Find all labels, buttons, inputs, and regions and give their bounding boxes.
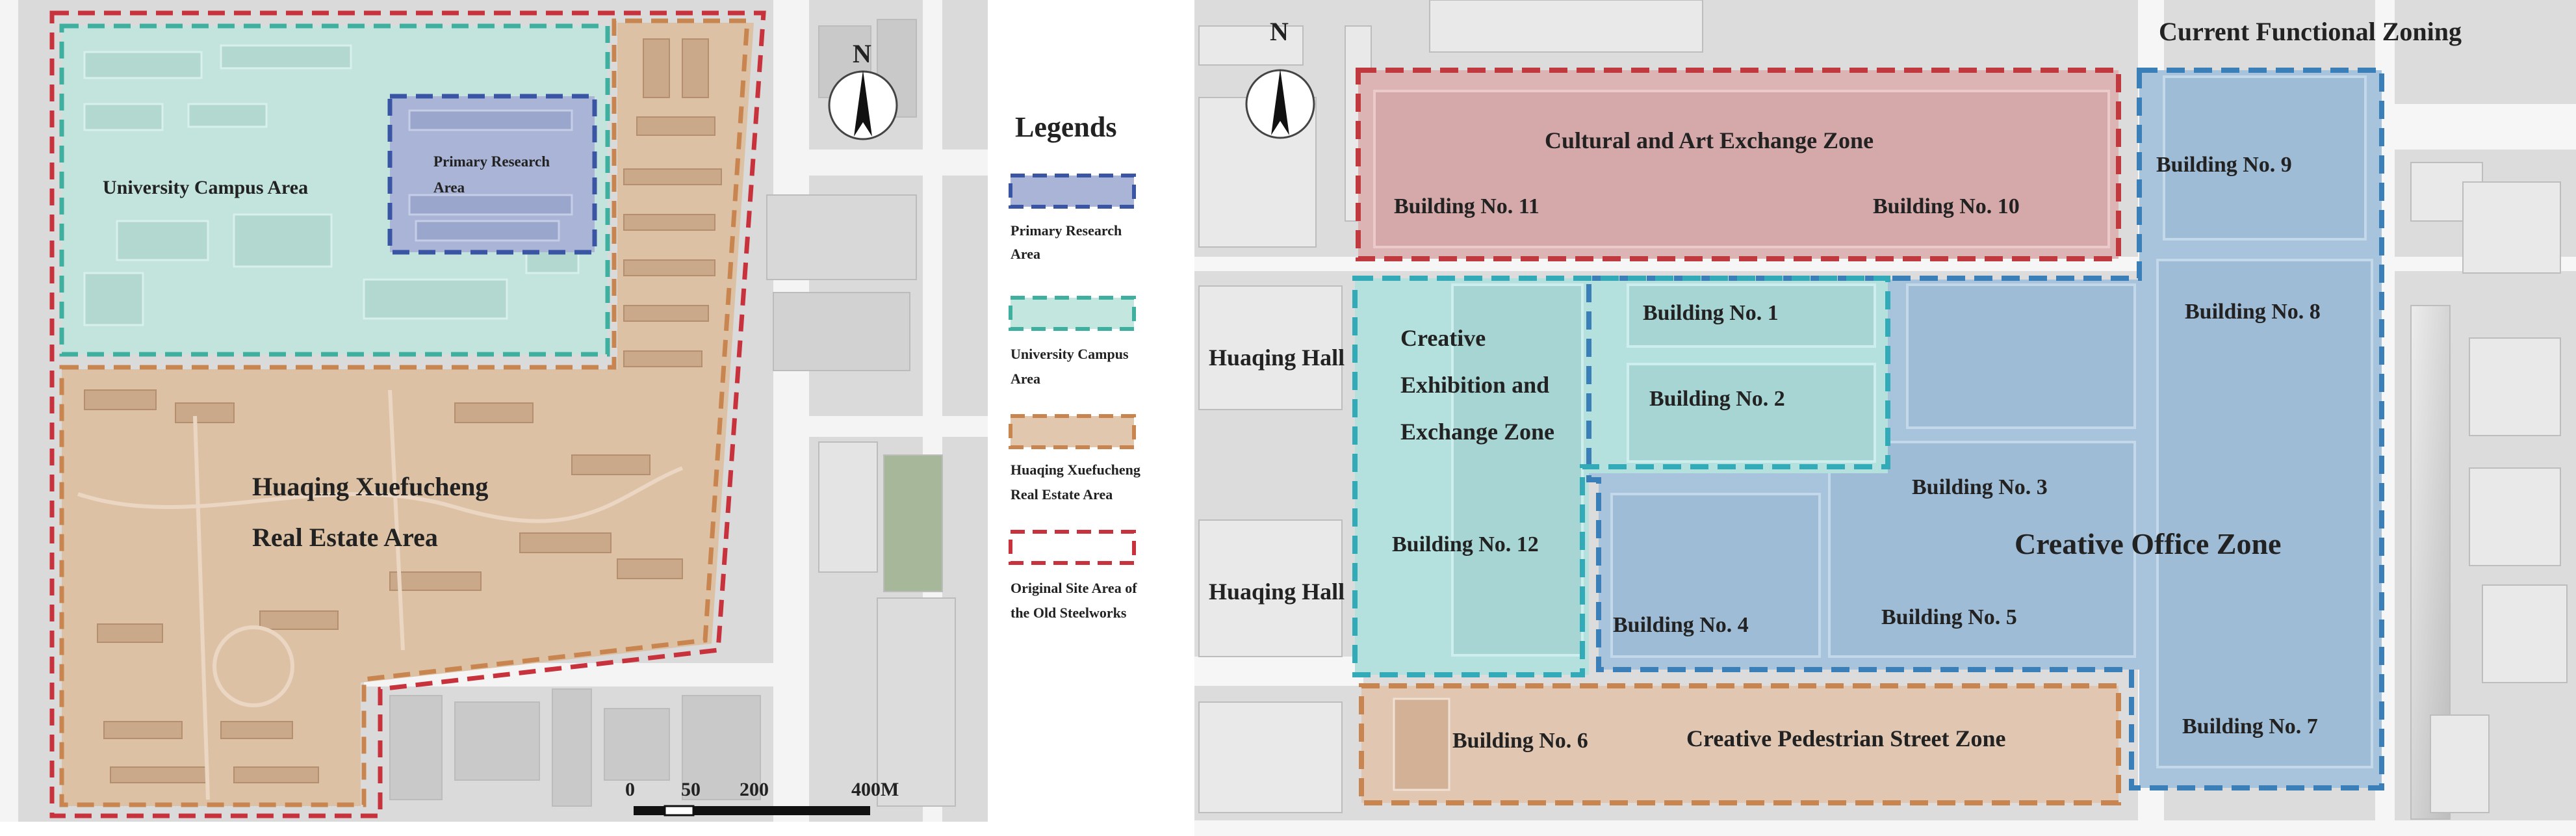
- scale-bar: 0 50 200 400M: [625, 779, 899, 816]
- north-arrow-left: N: [828, 39, 898, 140]
- pedestrian-zone-label: Creative Pedestrian Street Zone: [1686, 725, 2006, 751]
- legend-label: Area: [1011, 371, 1040, 387]
- huaqing-hall-label-upper: Huaqing Hall: [1209, 345, 1345, 371]
- legend-item: Huaqing Xuefucheng Real Estate Area: [1009, 414, 1140, 503]
- scale-label-400m: 400M: [851, 779, 899, 800]
- legend-swatch-research: [1009, 174, 1136, 209]
- building-12-label: Building No. 12: [1392, 532, 1539, 556]
- north-arrow-right: N: [1245, 17, 1315, 139]
- cultural-zone-outline: [1356, 68, 2121, 261]
- office-buildings: [1610, 75, 2373, 768]
- real-estate-outline: [59, 18, 750, 807]
- primary-research-label-line1: Primary Research: [433, 153, 550, 170]
- legend-label: Real Estate Area: [1011, 486, 1113, 503]
- scale-label-50: 50: [681, 779, 701, 800]
- university-campus-label: University Campus Area: [103, 177, 308, 198]
- north-label-left: N: [853, 39, 871, 68]
- legend-label: Area: [1011, 246, 1040, 262]
- legend-label: University Campus: [1011, 346, 1129, 362]
- right-map: N Current Functional Zoning Cultural and…: [1194, 0, 2576, 836]
- legend-title: Legends: [1015, 111, 1116, 143]
- exhibition-zone-label-line3: Exchange Zone: [1400, 419, 1554, 445]
- right-map-context-buildings: [1198, 0, 2568, 820]
- left-map: University Campus Area Primary Research …: [0, 0, 988, 822]
- north-label-right: N: [1270, 17, 1289, 46]
- legend-swatch-campus: [1009, 296, 1136, 331]
- building-4-label: Building No. 4: [1613, 613, 1749, 637]
- pedestrian-building: [1393, 698, 1450, 791]
- cultural-building: [1373, 90, 2110, 248]
- legend-label: Primary Research: [1011, 222, 1122, 239]
- cultural-zone-label: Cultural and Art Exchange Zone: [1545, 127, 1874, 153]
- campus-outline: [59, 23, 610, 357]
- exhibition-zone-label-line2: Exhibition and: [1400, 372, 1549, 398]
- left-map-roads: [0, 0, 988, 822]
- steelworks-outline: [49, 10, 766, 818]
- legend-item: Original Site Area of the Old Steelworks: [1009, 530, 1137, 621]
- legend-swatch-real-estate: [1009, 414, 1136, 449]
- building-7-label: Building No. 7: [2182, 714, 2318, 738]
- building-3-label: Building No. 3: [1912, 475, 2048, 499]
- building-2-label: Building No. 2: [1649, 387, 1785, 411]
- real-estate-buildings: [84, 38, 722, 783]
- real-estate-label-line2: Real Estate Area: [252, 523, 438, 552]
- legend-label: Original Site Area of: [1011, 580, 1137, 596]
- legend-item: Primary Research Area: [1009, 174, 1136, 262]
- building-6-label: Building No. 6: [1452, 729, 1588, 753]
- exhibition-zone-outline: [1352, 276, 1890, 677]
- legend-item: University Campus Area: [1009, 296, 1136, 387]
- building-10-label: Building No. 10: [1873, 194, 2020, 218]
- exhibition-buildings: [1451, 283, 1876, 657]
- exhibition-zone-label-line1: Creative: [1400, 325, 1486, 351]
- real-estate-area: [62, 23, 754, 806]
- building-11-label: Building No. 11: [1394, 194, 1539, 218]
- scale-label-0: 0: [625, 779, 635, 800]
- legend-label: the Old Steelworks: [1011, 605, 1127, 621]
- building-1-label: Building No. 1: [1643, 301, 1779, 325]
- office-zone-label: Creative Office Zone: [2015, 527, 2281, 560]
- research-buildings: [408, 109, 573, 242]
- real-estate-paths: [77, 389, 684, 800]
- building-9-label: Building No. 9: [2156, 153, 2292, 177]
- legend-label: Huaqing Xuefucheng: [1011, 462, 1140, 478]
- building-8-label: Building No. 8: [2185, 300, 2321, 324]
- legend: Legends Primary Research Area University…: [1009, 111, 1140, 621]
- real-estate-label-line1: Huaqing Xuefucheng: [252, 472, 488, 501]
- building-5-label: Building No. 5: [1881, 605, 2017, 629]
- scale-label-200: 200: [740, 779, 769, 800]
- huaqing-hall-label-lower: Huaqing Hall: [1209, 579, 1345, 605]
- pedestrian-street-zone: [1361, 686, 2119, 803]
- legend-swatch-steelworks: [1009, 530, 1136, 565]
- right-map-title: Current Functional Zoning: [2159, 17, 2462, 46]
- primary-research-label-line2: Area: [433, 179, 465, 196]
